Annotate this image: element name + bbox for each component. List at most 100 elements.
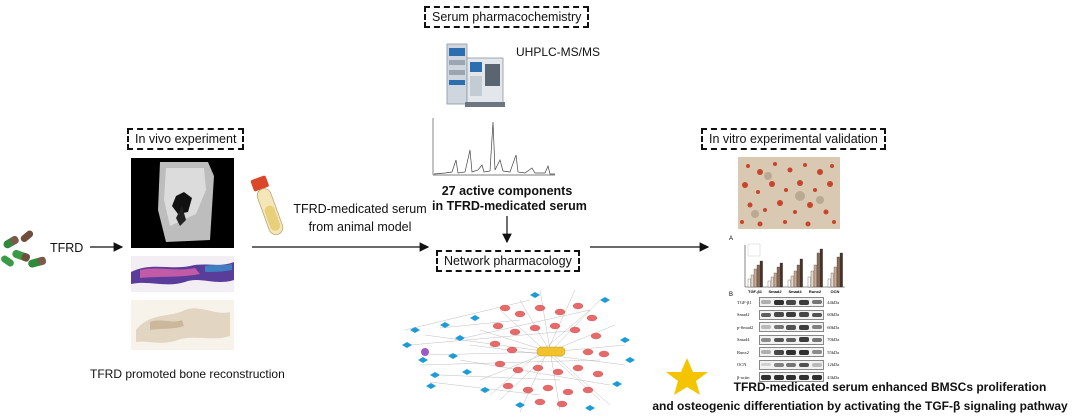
western-blot-band	[761, 325, 772, 330]
western-blot-kda: 55kDa	[827, 349, 840, 355]
western-blot-protein: β-actin	[737, 374, 750, 380]
western-blot-protein: p-Smad2	[737, 324, 754, 330]
western-blot-band	[811, 374, 822, 380]
western-blot-row: Runx2 55kDa	[737, 346, 847, 359]
qpcr-bar	[796, 264, 800, 288]
western-blot-band	[799, 337, 810, 343]
western-blot-band	[786, 337, 797, 342]
active-components-line1: 27 active components	[441, 184, 573, 198]
western-blot-row: Smad2 60kDa	[737, 309, 847, 322]
western-blot-kda: 60kDa	[827, 324, 840, 330]
qpcr-bar	[839, 252, 843, 288]
qpcr-group-label: Smad2	[768, 289, 782, 294]
qpcr-bar	[819, 248, 823, 288]
western-blot-band	[786, 349, 797, 355]
qpcr-bar	[793, 270, 797, 288]
qpcr-bar	[779, 262, 783, 288]
western-blot-strip	[758, 322, 825, 333]
western-blot-kda: 12kDa	[827, 362, 840, 368]
network-pharmacology-label: Network pharmacology	[444, 254, 572, 268]
panel-b-letter: B	[729, 292, 733, 298]
qpcr-bar	[750, 274, 754, 288]
western-blot-strip	[758, 347, 825, 358]
western-blot-protein: Smad2	[737, 312, 750, 318]
qpcr-bar	[799, 258, 803, 288]
western-blot-strip	[758, 309, 825, 320]
western-blot-protein: Runx2	[737, 349, 750, 355]
qpcr-bar	[833, 266, 837, 288]
western-blot-band	[786, 362, 797, 367]
western-blot-band	[799, 299, 810, 305]
qpcr-bar	[836, 256, 840, 288]
in-vitro-label: In vitro experimental validation	[709, 132, 878, 146]
western-blot-band	[761, 374, 772, 380]
qpcr-bar	[830, 272, 834, 288]
qpcr-bar	[810, 270, 814, 288]
western-blot-kda: 43kDa	[827, 374, 840, 380]
qpcr-bar	[813, 264, 817, 288]
western-blot-band	[786, 325, 797, 330]
qpcr-bar	[767, 280, 771, 288]
western-blot-band	[773, 337, 784, 342]
qpcr-bar	[753, 268, 757, 288]
qpcr-bar	[773, 272, 777, 288]
western-blot-band	[799, 324, 810, 330]
qpcr-bar	[807, 276, 811, 288]
in-vivo-label: In vivo experiment	[135, 132, 237, 146]
western-blot-band	[811, 312, 822, 317]
western-blot-band	[811, 325, 822, 330]
western-blot-band	[761, 337, 772, 342]
qpcr-bar	[816, 252, 820, 288]
western-blot-band	[786, 299, 797, 305]
western-blot-kda: 60kDa	[827, 312, 840, 318]
bone-reconstruction-caption: TFRD promoted bone reconstruction	[90, 367, 285, 381]
conclusion-line1: TFRD-medicated serum enhanced BMSCs prol…	[733, 380, 1047, 394]
western-blot-band	[799, 374, 810, 380]
qpcr-bar	[747, 278, 751, 288]
western-blot-strip	[758, 359, 825, 370]
serum-caption-line2: from animal model	[308, 220, 412, 234]
panel-a-letter: A	[729, 236, 733, 242]
western-blot-band	[773, 349, 784, 355]
western-blot-band	[799, 349, 810, 355]
western-blot-row: p-Smad2 60kDa	[737, 321, 847, 334]
tfrd-label: TFRD	[50, 241, 84, 255]
western-blot-band	[811, 300, 822, 305]
western-blot-band	[811, 337, 822, 342]
qpcr-bar	[827, 278, 831, 288]
western-blot-strip	[758, 297, 825, 308]
western-blot-protein: Smad4	[737, 337, 750, 343]
qpcr-bars	[747, 248, 843, 288]
serum-pharmacochemistry-label: Serum pharmacochemistry	[432, 10, 582, 24]
qpcr-bar	[776, 266, 780, 288]
western-blot-strip	[758, 334, 825, 345]
qpcr-bar	[787, 279, 791, 288]
qpcr-bar	[759, 260, 763, 288]
qpcr-group-label: Smad4	[788, 289, 802, 294]
western-blot-band	[761, 363, 772, 367]
in-vitro-box: In vitro experimental validation	[701, 128, 886, 150]
western-blot-band	[761, 350, 772, 355]
western-blot-band	[799, 362, 810, 367]
active-components-line2: in TFRD-medicated serum	[432, 199, 587, 213]
western-blot-protein: TGF-β1	[737, 299, 752, 305]
western-blot-strip	[758, 372, 825, 383]
western-blot-row: β-actin 43kDa	[737, 371, 847, 384]
western-blot-band	[761, 312, 772, 317]
western-blot-band	[799, 312, 810, 318]
western-blot-band	[773, 325, 784, 330]
